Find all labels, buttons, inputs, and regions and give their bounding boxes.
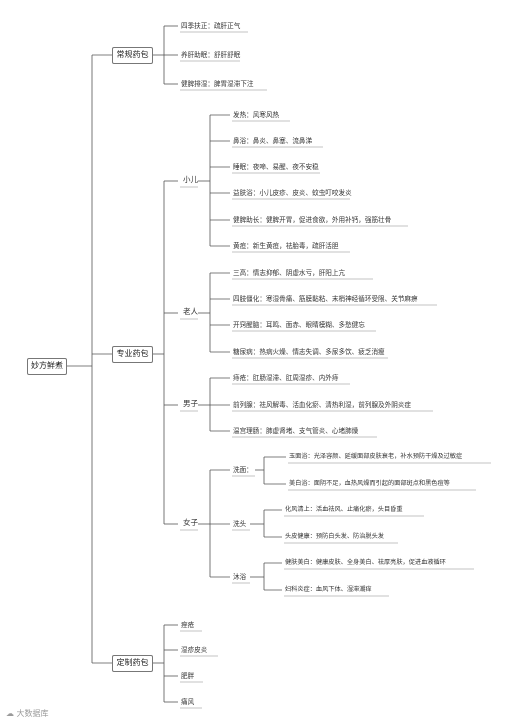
watermark: ☁ 大数据库: [6, 708, 49, 719]
category-child: 小儿: [183, 175, 198, 184]
female-bath-label: 沐浴: [233, 573, 247, 581]
elder-item: 糖尿病：热病火燥、情志失调、多尿多饮、疲乏消瘦: [233, 348, 385, 356]
male-item: 前列腺：祛风解毒、活血化瘀、清热利湿，前列腺及外阴炎症: [233, 401, 412, 409]
root-node: 妙方鲜煮: [27, 358, 67, 375]
category-male: 男子: [183, 399, 198, 408]
custom-item: 肥胖: [181, 672, 195, 680]
bath-item: 妇科炎症：血风下体、湿滞潮痒: [285, 586, 372, 593]
face-item: 玉面浴：光泽容颜、延缓面部皮肤衰老，补水预防干燥及过敏症: [289, 453, 463, 460]
routine-item: 四季扶正：疏肝正气: [181, 22, 241, 30]
branch-custom: 定制药包: [112, 655, 153, 672]
watermark-text: 大数据库: [16, 709, 49, 718]
female-face-label: 洗面：: [233, 466, 253, 474]
female-hair-label: 洗头: [233, 520, 247, 528]
child-item: 睡眠：夜啼、易醒、夜不安稳: [233, 163, 319, 171]
child-item: 鼻浴：鼻炎、鼻塞、流鼻涕: [233, 137, 313, 145]
routine-item: 健脾排湿：脾胃湿滞下注: [181, 80, 254, 88]
watermark-logo-icon: ☁: [6, 709, 17, 718]
elder-item: 四肢僵化：寒湿骨痛、筋膜黏粘、末梢神经循环受限、关节麻痹: [233, 295, 418, 303]
branch-routine: 常规药包: [112, 47, 153, 64]
face-item: 美白浴：面阴不足，血热风燥而引起的面部斑点和黑色痘等: [289, 480, 450, 487]
custom-item: 痛风: [181, 698, 195, 706]
category-elder: 老人: [183, 307, 198, 316]
custom-item: 湿疹皮炎: [181, 646, 208, 654]
child-item: 黄疸：新生黄疸，祛胎毒，疏肝活胆: [233, 242, 339, 250]
hair-item: 化风清上：活血祛风、止痛化瘀，头目昏重: [285, 506, 403, 513]
child-item: 益肤浴：小儿皮疹、皮炎、蚊虫叮咬发炎: [233, 189, 352, 197]
hair-item: 头皮健康：预防白头发、防治脱头发: [285, 533, 384, 540]
elder-item: 三高：情志抑郁、阴虚水亏，肝阳上亢: [233, 269, 346, 277]
branch-special: 专业药包: [112, 346, 153, 363]
child-item: 发热：风寒风热: [233, 111, 280, 119]
child-item: 健脾助长：健脾开胃，促进食欲，外用补钙，强筋壮骨: [233, 216, 392, 224]
male-item: 痔疮：肛肠湿滞、肛周湿疹、内外痔: [233, 374, 339, 382]
category-female: 女子: [183, 518, 198, 527]
elder-item: 开窍醒脑：耳鸣、面赤、眼睛模糊、多愁健忘: [233, 321, 365, 329]
routine-item: 养肝助眠：舒肝舒眠: [181, 51, 241, 59]
custom-item: 痤疮: [181, 621, 195, 629]
male-item: 温宫理肠：肺虚肾堵、支气管炎、心堵肺燥: [233, 427, 359, 435]
bath-item: 健肤美白：健康皮肤、全身美白、祛厚亮肤，促进血液循环: [285, 559, 446, 566]
